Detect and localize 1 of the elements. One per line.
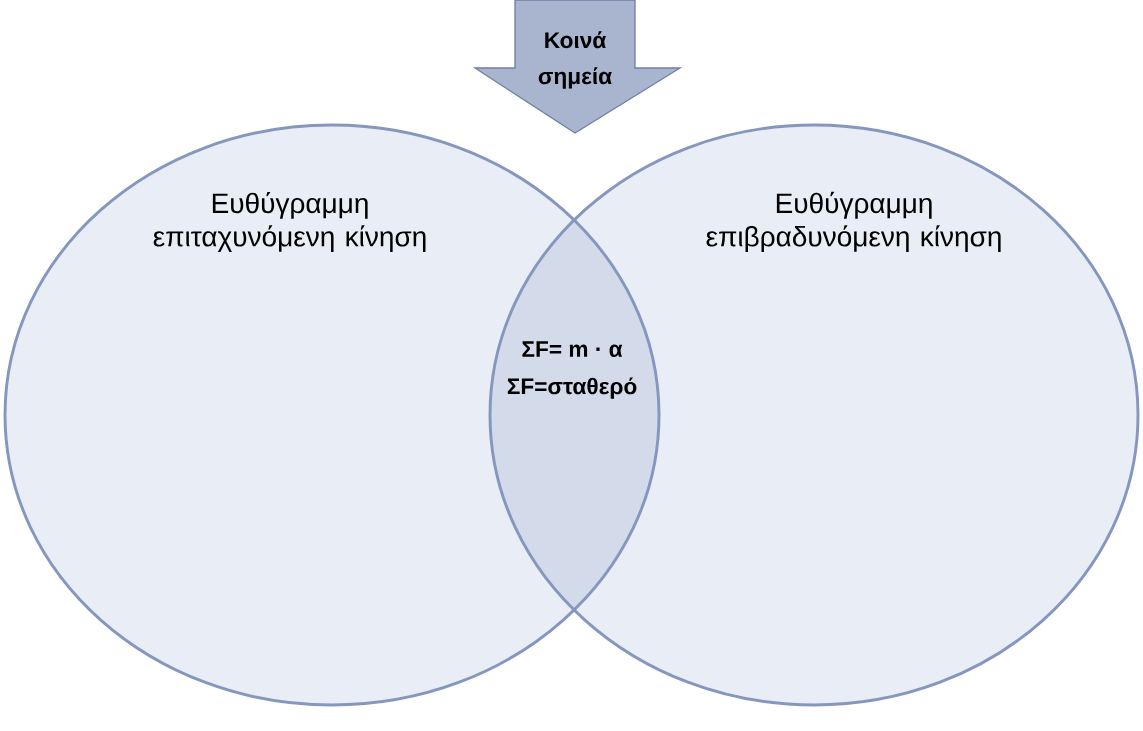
overlap-text: ΣF= m · α ΣF=σταθερό bbox=[507, 341, 637, 399]
